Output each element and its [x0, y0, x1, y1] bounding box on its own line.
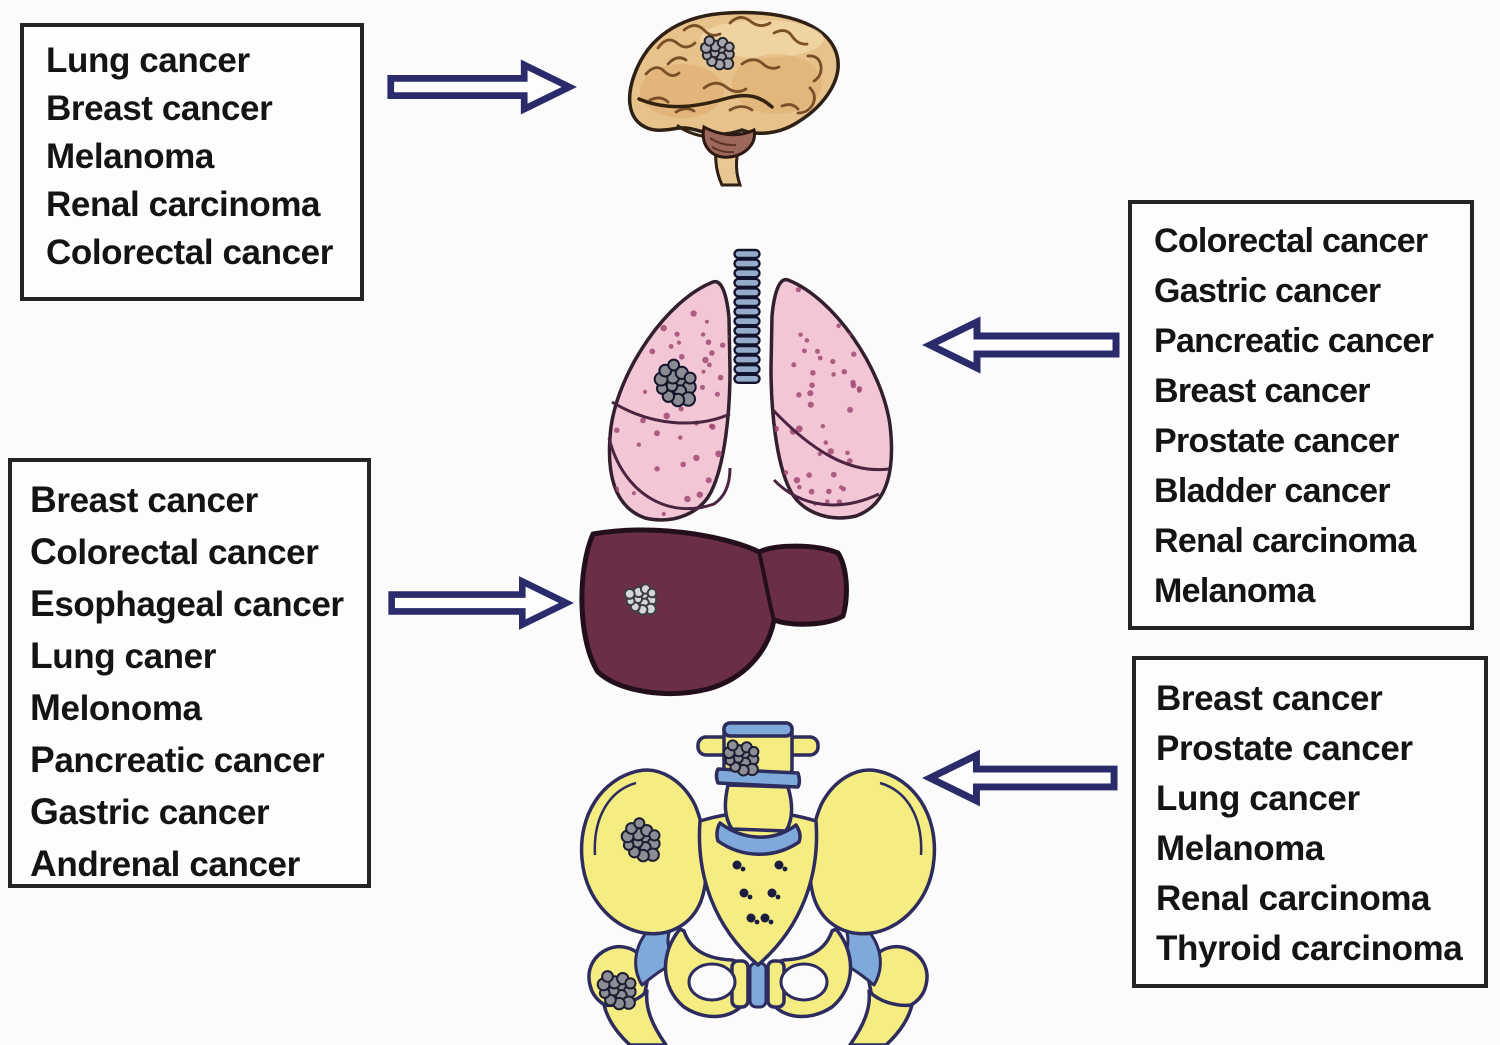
cancer-list-item: Lung cancer	[1156, 779, 1360, 818]
brain-metastases-list-box: Lung cancer Breast cancer Melanoma Renal…	[20, 23, 364, 301]
cancer-list-item: Colorectal cancer	[46, 233, 333, 272]
obturator-foramen	[687, 962, 737, 1002]
cancer-list-item: Breast cancer	[46, 89, 273, 128]
cancer-list-item: Renal carcinoma	[46, 185, 321, 224]
arrow-to-liver-icon	[388, 576, 574, 630]
cancer-list-item: Melanoma	[46, 137, 214, 176]
arrow-to-bone-icon	[922, 749, 1118, 807]
liver-illustration	[579, 527, 849, 696]
cancer-list-item: Breast cancer	[1154, 372, 1371, 410]
iliac-crest-lines	[593, 781, 923, 856]
liver-shape	[579, 527, 849, 696]
cancer-list-item: Pancreatic cancer	[1154, 322, 1434, 360]
obturator-foramen	[779, 962, 829, 1002]
cancer-list-item: Andrenal cancer	[30, 842, 300, 884]
tumor-cluster-icon	[722, 739, 760, 777]
right-lung-shape	[769, 278, 894, 520]
sacral-foramina-dots	[727, 830, 793, 925]
cancer-list-item: Gastric cancer	[1154, 272, 1381, 310]
cancer-list-item: Lung cancer	[46, 41, 250, 80]
cancer-list-item: Esophageal cancer	[30, 582, 344, 624]
bone-metastases-list-box: Breast cancer Prostate cancer Lung cance…	[1132, 656, 1488, 988]
cancer-list-item: Renal carcinoma	[1156, 879, 1431, 918]
cancer-list-item: Melonoma	[30, 686, 202, 728]
arrow-to-brain-icon	[387, 59, 577, 115]
cancer-list-item: Lung caner	[30, 634, 216, 676]
pelvic-bone-illustration	[579, 721, 937, 1045]
tumor-cluster-icon	[623, 583, 658, 616]
cancer-list-item: Breast cancer	[30, 478, 258, 520]
arrow-to-lungs-icon	[922, 316, 1120, 374]
cancer-list-item: Pancreatic cancer	[30, 738, 325, 780]
cancer-list-item: Renal carcinoma	[1154, 522, 1416, 560]
cancer-list-item: Breast cancer	[1156, 679, 1383, 718]
pubic-symphysis-cartilage	[748, 961, 768, 1009]
brain-gyri-lines	[644, 16, 823, 115]
cancer-list-item: Thyroid carcinoma	[1156, 929, 1463, 968]
tumor-cluster-icon	[596, 970, 637, 1011]
cancer-list-item: Prostate cancer	[1154, 422, 1399, 460]
liver-metastases-list-box: Breast cancer Colorectal cancer Esophage…	[8, 458, 371, 888]
cancer-list-item: Colorectal cancer	[30, 530, 319, 572]
liver-lobe-crease	[757, 551, 776, 621]
cancer-list-item: Gastric cancer	[30, 790, 270, 832]
brain-illustration	[627, 10, 840, 187]
cerebellum-folds	[709, 137, 737, 154]
sylvian-fissure-line	[637, 93, 774, 109]
cancer-list-item: Colorectal cancer	[1154, 222, 1428, 260]
lung-fissure-lines	[607, 400, 890, 511]
tumor-cluster-icon	[620, 817, 661, 863]
cancer-list-item: Melanoma	[1154, 572, 1315, 610]
cancer-list-item: Bladder cancer	[1154, 472, 1391, 510]
lungs-illustration	[607, 248, 894, 522]
cancer-list-item: Melanoma	[1156, 829, 1324, 868]
brain-shading	[732, 54, 822, 114]
lung-metastases-list-box: Colorectal cancer Gastric cancer Pancrea…	[1128, 200, 1474, 630]
tumor-cluster-icon	[653, 358, 697, 408]
trachea-icon	[733, 248, 761, 385]
cancer-list-item: Prostate cancer	[1156, 729, 1413, 768]
